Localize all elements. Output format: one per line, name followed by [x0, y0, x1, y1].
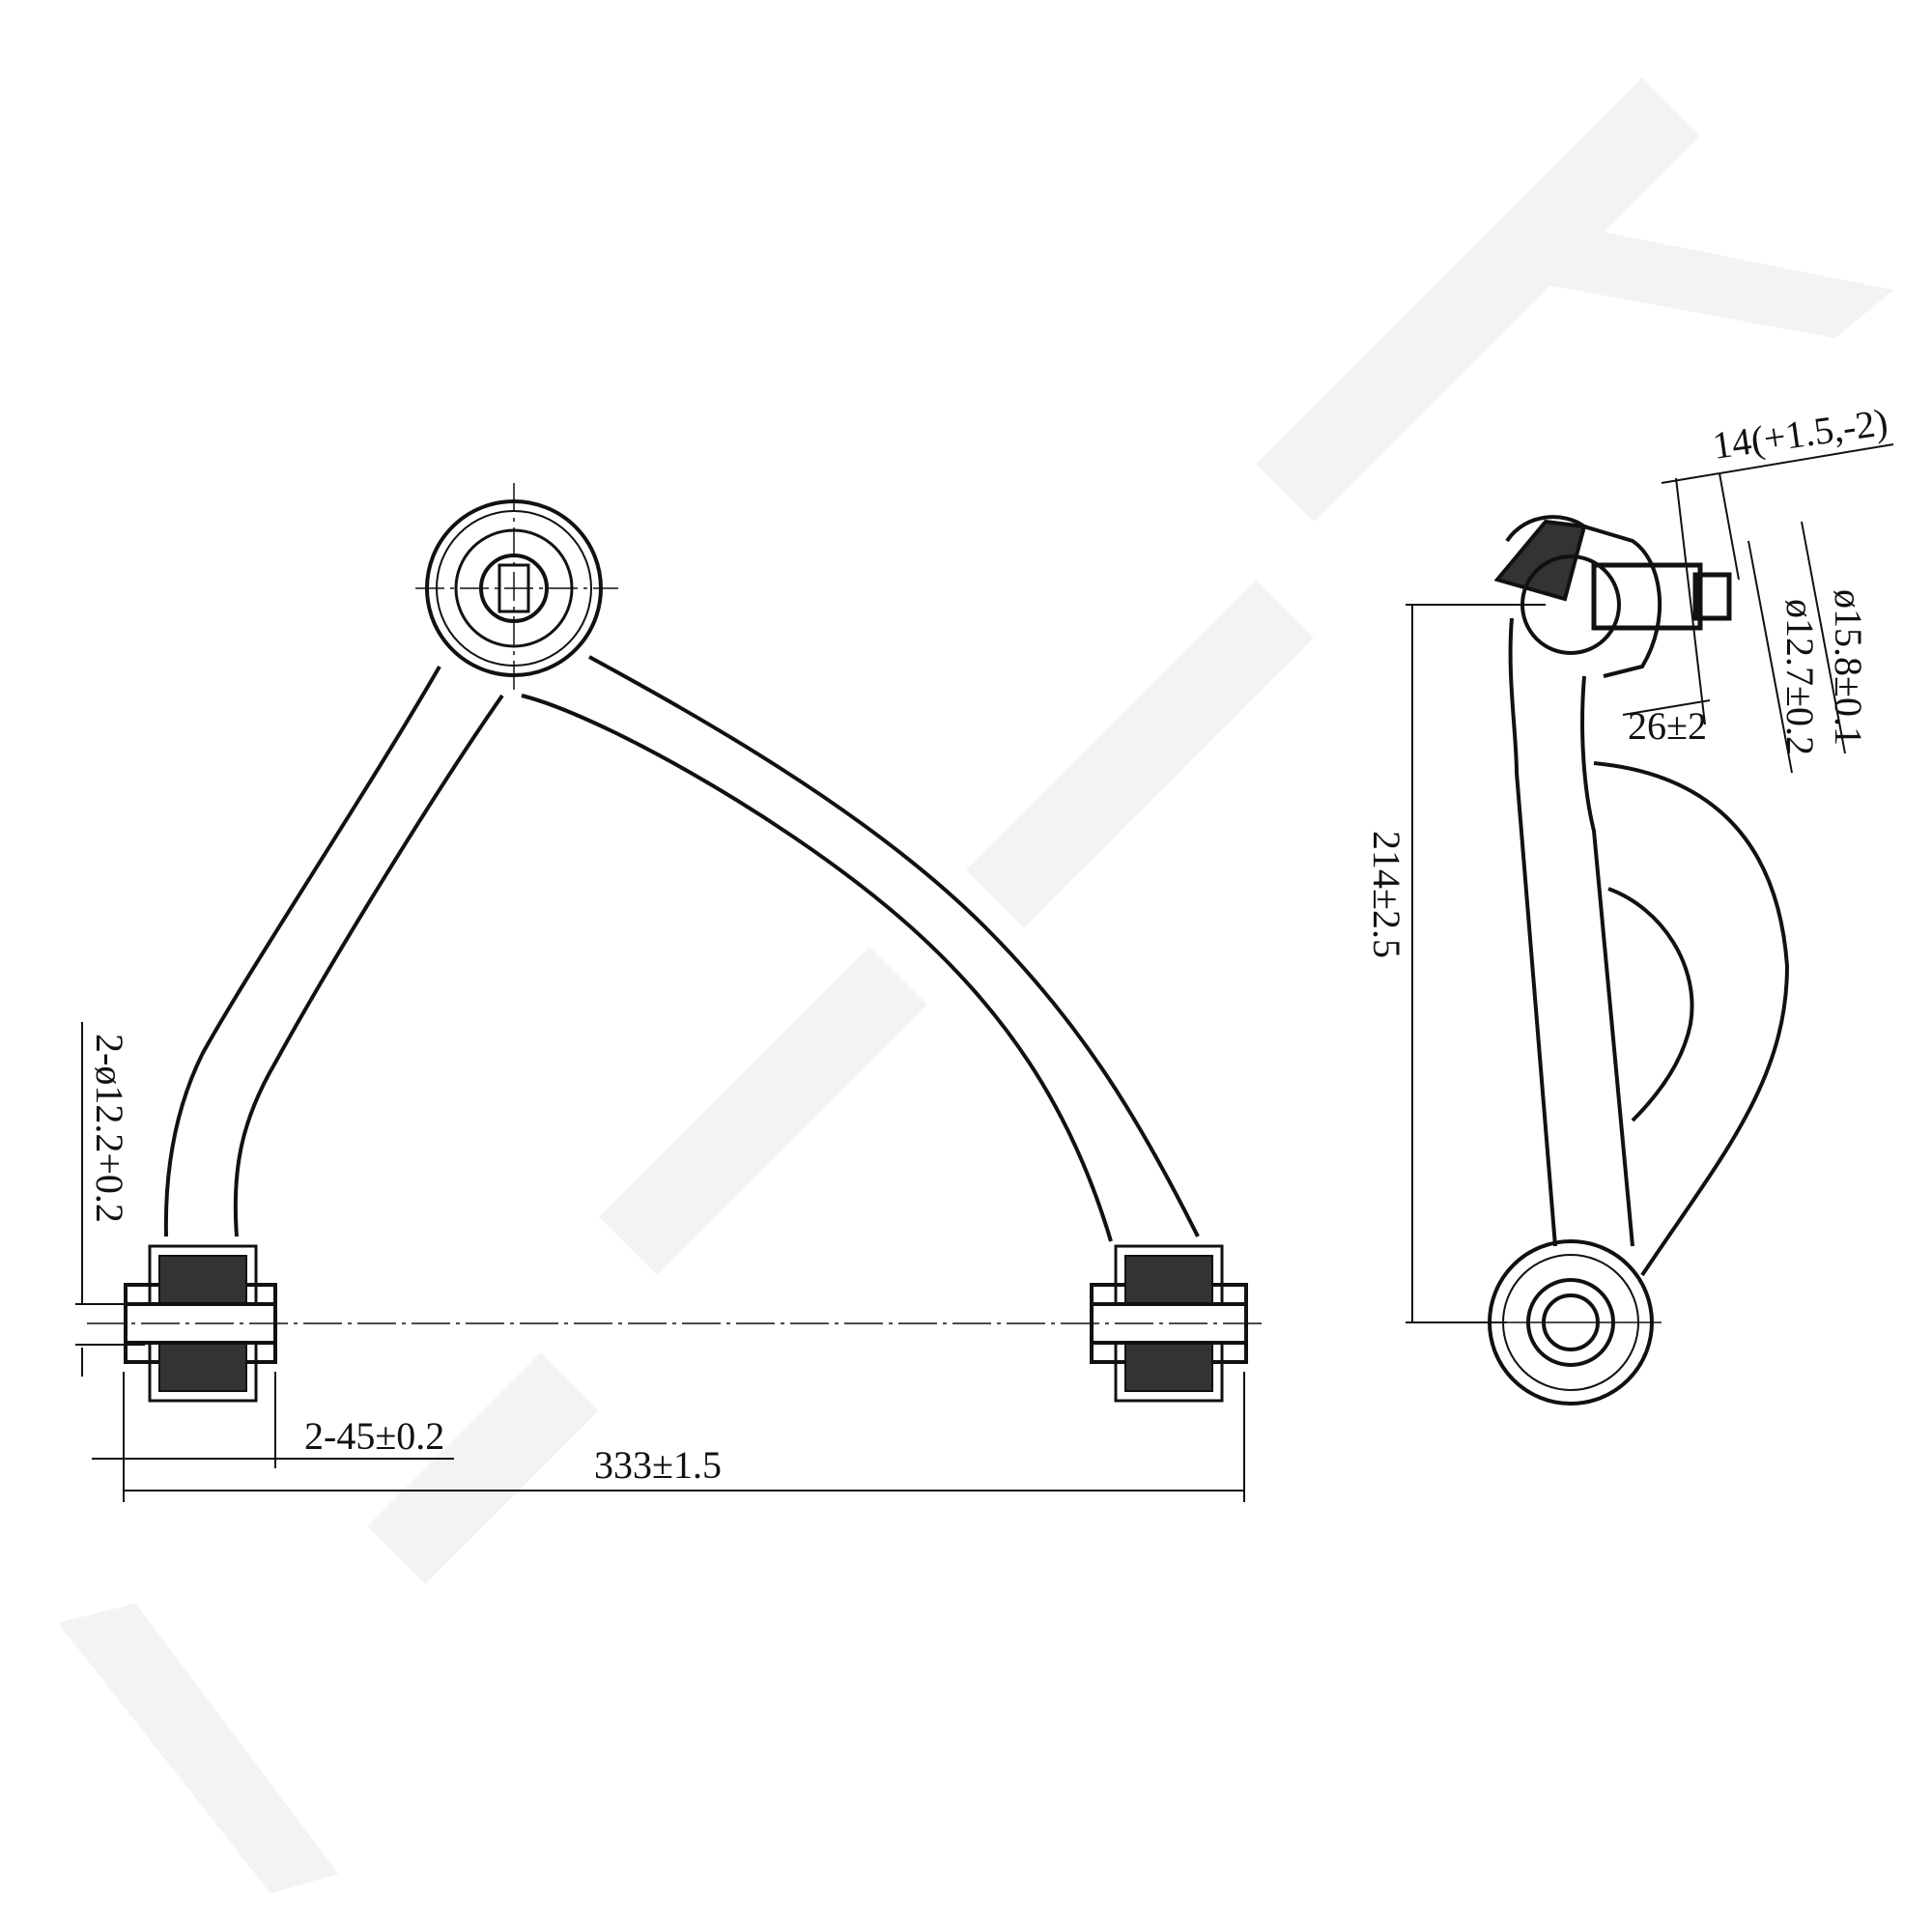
dim-height: 214±2.5: [1365, 831, 1408, 958]
dim-stud-offset: 26±2: [1628, 704, 1707, 748]
side-dimension-lines: [1406, 443, 1894, 1323]
front-view: [87, 483, 1265, 1403]
watermark-logo: [58, 77, 1893, 1893]
dim-bushing-width: 2-45±0.2: [304, 1414, 444, 1458]
dim-stud-dia-large: ø15.8±0.1: [1827, 589, 1870, 746]
side-view: [1488, 515, 1790, 1406]
dim-stud-dia-small: ø12.7±0.2: [1778, 599, 1822, 755]
front-dimension-lines: [75, 1022, 1245, 1502]
dim-overall-width: 333±1.5: [594, 1443, 722, 1487]
dim-bushing-bore: 2-ø12.2+0.2: [88, 1034, 131, 1223]
dim-stud-length: 14(+1.5,-2): [1710, 400, 1890, 468]
